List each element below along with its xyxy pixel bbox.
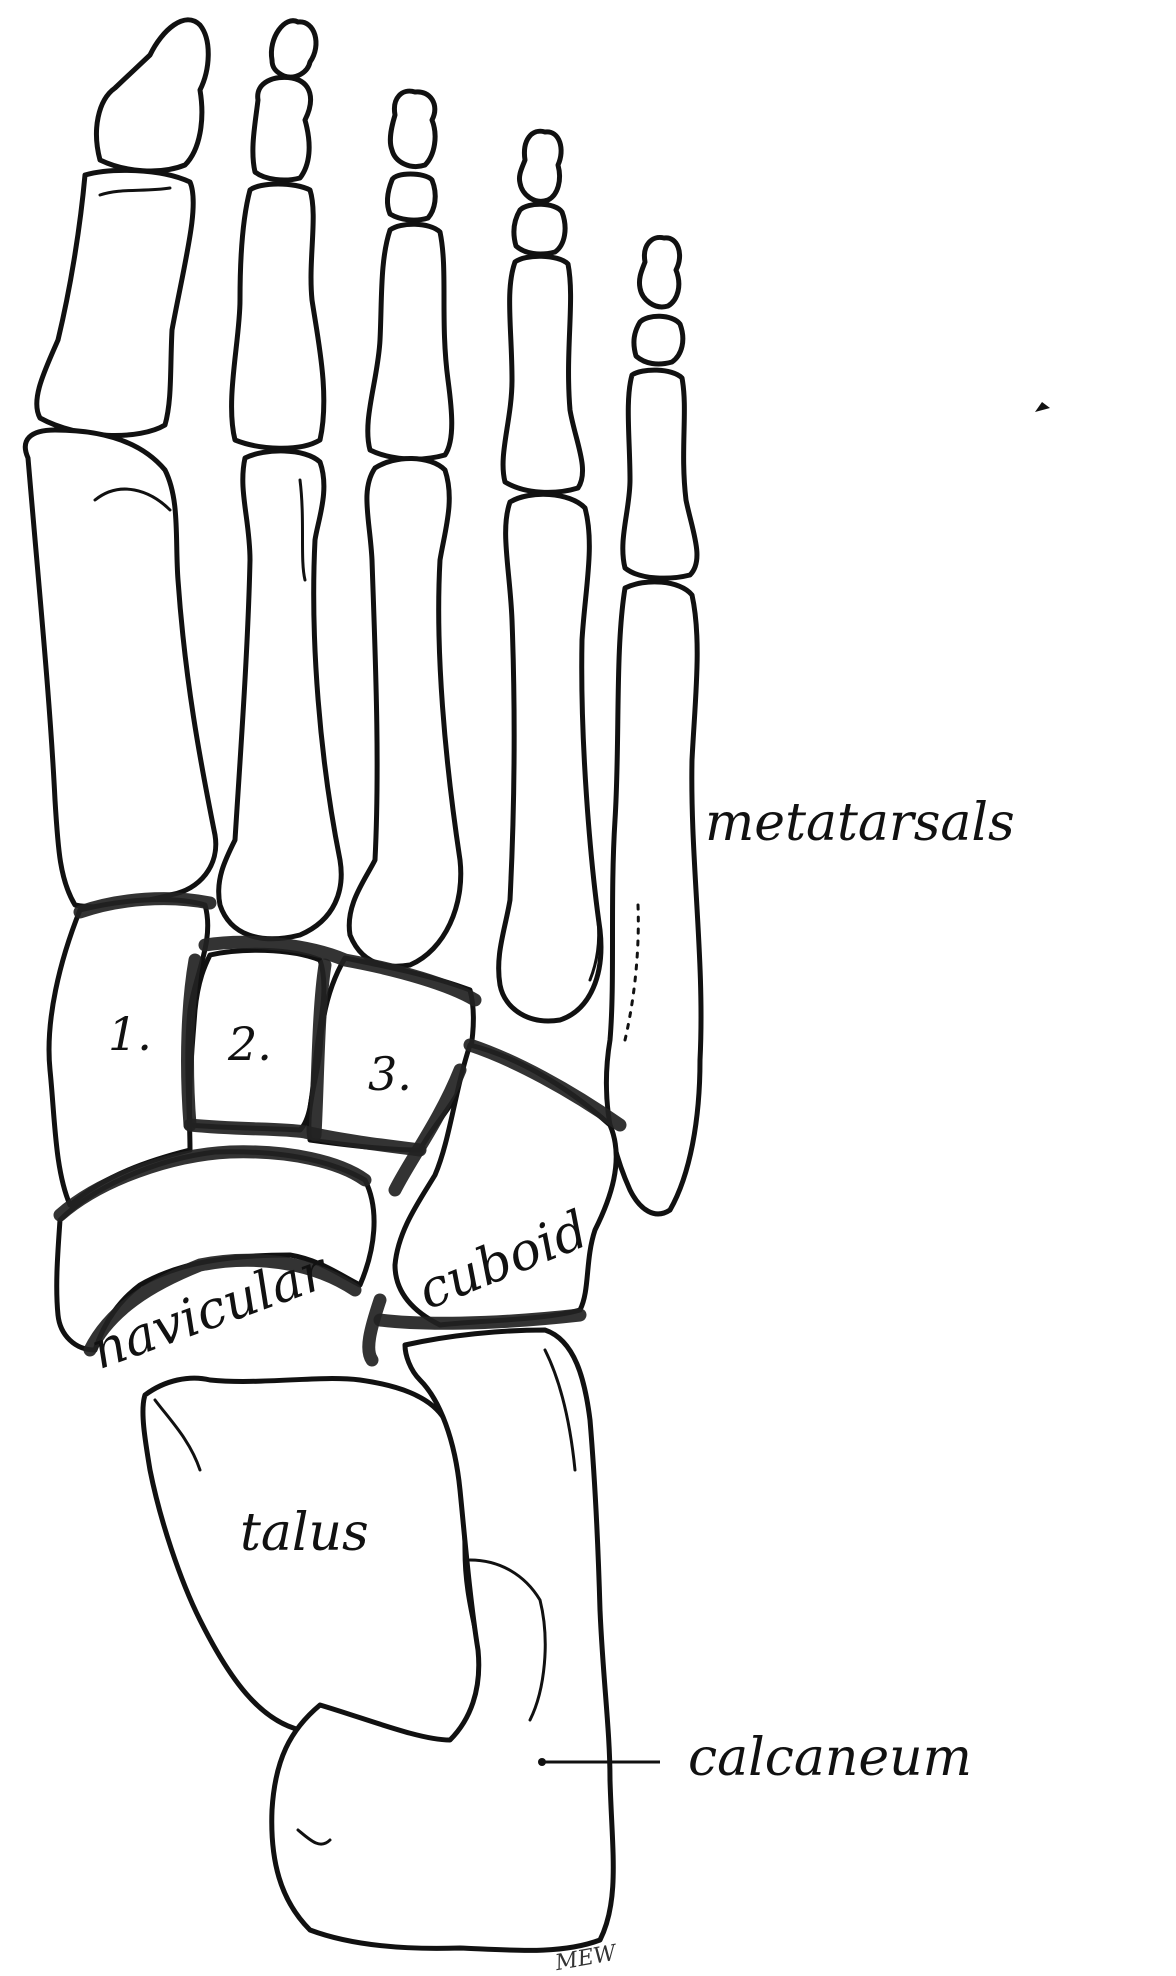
talus <box>143 1378 480 1761</box>
label-talus: talus <box>240 1503 369 1563</box>
label-calcaneum: calcaneum <box>688 1728 972 1788</box>
proximal-phalanx-4 <box>503 256 583 492</box>
toe-3 <box>349 91 461 966</box>
proximal-phalanx-2 <box>232 184 324 448</box>
label-cuneiform-2: 2. <box>227 1017 272 1071</box>
proximal-phalanx-5 <box>623 370 697 578</box>
metatarsal-1 <box>25 430 215 907</box>
proximal-phalanx-3 <box>368 224 452 459</box>
label-cuneiform-3: 3. <box>368 1047 412 1101</box>
middle-phalanx-5 <box>634 316 683 364</box>
distal-phalanx-3 <box>390 91 435 166</box>
distal-phalanx-1 <box>96 20 208 171</box>
toe-2 <box>219 21 342 939</box>
toe-4 <box>499 131 601 1021</box>
metatarsal-4 <box>499 494 601 1021</box>
speck-mark <box>1035 402 1050 412</box>
callouts: metatarsals calcaneum <box>538 793 1015 1788</box>
distal-phalanx-2 <box>271 21 316 77</box>
metatarsal-3 <box>349 458 461 966</box>
middle-phalanx-3 <box>387 174 435 220</box>
distal-phalanx-4 <box>519 131 561 201</box>
label-cuneiform-1: 1. <box>108 1007 152 1061</box>
middle-phalanx-2 <box>253 77 311 180</box>
proximal-phalanx-1 <box>37 170 194 435</box>
leader-dot <box>538 1758 546 1766</box>
metatarsal-2 <box>219 451 342 939</box>
middle-phalanx-4 <box>514 204 565 254</box>
toe-5 <box>606 237 701 1213</box>
distal-phalanx-5 <box>639 237 679 306</box>
label-metatarsals: metatarsals <box>705 793 1015 853</box>
toe-1 <box>25 20 215 907</box>
